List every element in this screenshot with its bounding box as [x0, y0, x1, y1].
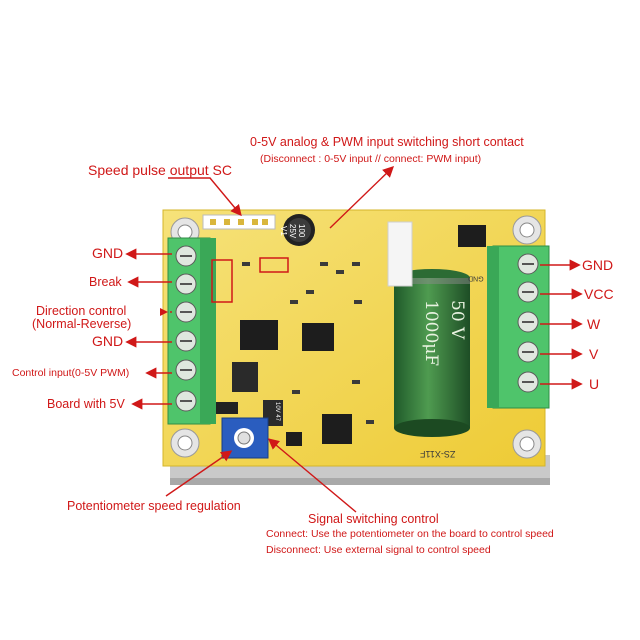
board-5v-label: Board with 5V [47, 397, 125, 411]
signal-disconnect-label: Disconnect: Use external signal to contr… [266, 544, 491, 556]
signal-connect-label: Connect: Use the potentiometer on the bo… [266, 528, 554, 540]
direction-label-1: Direction control [36, 304, 127, 318]
right-gnd-label: GND [582, 257, 614, 273]
small-capacitor-label-2: 25V [288, 224, 297, 239]
break-label: Break [89, 275, 122, 289]
right-v-label: V [589, 346, 599, 362]
left-gnd-label-1: GND [92, 245, 124, 261]
ic-2 [302, 323, 334, 351]
ic-1 [240, 320, 278, 350]
model-silkscreen: ZS-X11F [420, 448, 456, 459]
small-capacitor-label-1: 100 [297, 224, 306, 238]
main-capacitor [394, 278, 470, 428]
tantalum-label: 10V 47 [274, 402, 280, 422]
direction-label-2: (Normal-Reverse) [32, 317, 132, 331]
left-gnd-label-2: GND [92, 333, 124, 349]
right-vcc-label: VCC [584, 286, 614, 302]
right-w-label: W [587, 316, 601, 332]
top-switch-subtitle: (Disconnect : 0-5V input // connect: PWM… [260, 153, 482, 165]
potentiometer-label: Potentiometer speed regulation [67, 499, 241, 513]
capacitor-label-2: 50 V [447, 300, 467, 340]
speed-pulse-label: Speed pulse output SC [88, 162, 232, 178]
small-capacitor-label-3: V1 [279, 226, 288, 236]
capacitor-label-1: 1000μF [421, 300, 441, 367]
signal-switch-label: Signal switching control [308, 512, 439, 526]
top-switch-title: 0-5V analog & PWM input switching short … [250, 135, 524, 149]
gnd-silkscreen: GND [468, 274, 484, 282]
control-input-label: Control input(0-5V PWM) [12, 367, 130, 379]
ic-3 [322, 414, 352, 444]
right-u-label: U [589, 376, 600, 392]
